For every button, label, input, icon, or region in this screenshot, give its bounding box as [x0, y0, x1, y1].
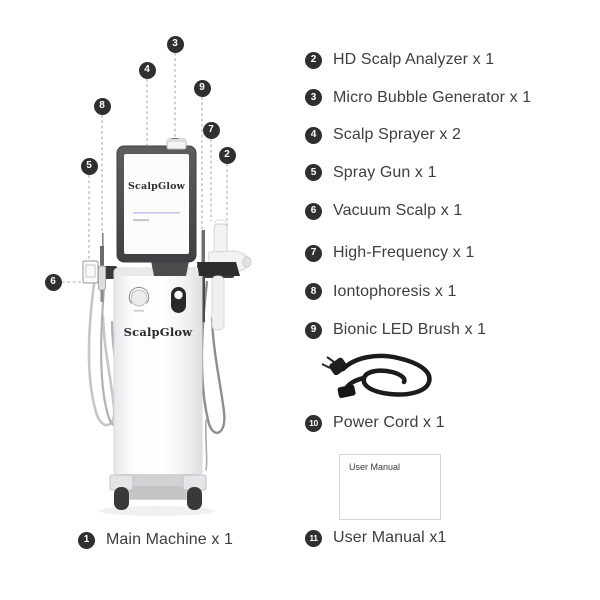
caster-wheel-left: [114, 487, 129, 510]
callout-badge-5: 5: [80, 157, 98, 175]
parts-list-item: 7 High-Frequency x 1: [305, 243, 474, 263]
vacuum-holder-bracket: [197, 262, 240, 276]
callout-badge-6: 6: [44, 273, 62, 291]
part-label: Bionic LED Brush x 1: [333, 321, 487, 338]
callout-badge-2: 2: [218, 146, 236, 164]
callout-badge: 4: [305, 126, 322, 144]
callout-badge: 2: [305, 51, 322, 69]
part-label: Vacuum Scalp x 1: [333, 202, 463, 219]
main-machine-label: 1 Main Machine x 1: [78, 530, 233, 550]
cord-connector: [337, 384, 356, 399]
parts-list-item: 8 Iontophoresis x 1: [305, 282, 457, 302]
part-label: HD Scalp Analyzer x 1: [333, 51, 495, 68]
callout-badge-7: 7: [202, 121, 220, 139]
part-label: User Manual x1: [333, 529, 447, 546]
parts-list-item: 10 Power Cord x 1: [305, 413, 445, 433]
part-label: High-Frequency x 1: [333, 244, 475, 261]
user-manual-thumbnail: User Manual: [339, 454, 441, 520]
knob-scale-arc: [128, 286, 150, 304]
callout-badge: 8: [305, 283, 322, 300]
body-logo: ScalpGlow: [123, 325, 193, 339]
part-label: Scalp Sprayer x 2: [333, 126, 461, 143]
parts-list-item: 11 User Manual x1: [305, 528, 446, 548]
callout-badge-8: 8: [93, 97, 111, 115]
cabinet-body: [113, 267, 203, 476]
knob-caption-line: [134, 310, 144, 312]
parts-list-item: 5 Spray Gun x 1: [305, 163, 437, 183]
spray-gun-detail: [85, 264, 96, 278]
iontophoresis-neck: [100, 246, 104, 268]
parts-list-item: 6 Vacuum Scalp x 1: [305, 201, 462, 221]
parts-list-item: 9 Bionic LED Brush x 1: [305, 320, 486, 340]
vacuum-tube: [211, 275, 225, 331]
control-knob-icon: [130, 289, 148, 307]
parts-list-item: 4 Scalp Sprayer x 2: [305, 125, 461, 145]
spray-gun-item: [82, 260, 99, 284]
iontophoresis-body: [98, 265, 106, 291]
vacuum-handpiece-nozzle: [242, 256, 252, 268]
callout-badge: 11: [305, 529, 322, 547]
callout-badge-3: 3: [166, 35, 184, 53]
base-platform-shade: [130, 486, 186, 499]
right-hose-tail: [204, 419, 208, 471]
floor-shadow: [99, 506, 215, 516]
plug-prongs: [321, 356, 335, 369]
high-frequency-wand: [201, 230, 205, 268]
part-label: Spray Gun x 1: [333, 163, 437, 181]
callout-badge: 9: [305, 321, 322, 339]
left-hose: [87, 282, 116, 427]
callout-badge-4: 4: [138, 61, 156, 79]
part-label: Iontophoresis x 1: [333, 282, 457, 300]
callout-badge: 7: [305, 244, 322, 262]
top-attachment-band: [167, 139, 186, 142]
user-manual-thumbnail-label: User Manual: [349, 462, 401, 472]
vacuum-handpiece-grip: [213, 223, 228, 256]
handpiece-dock-hole: [174, 290, 183, 300]
callout-badge-1: 1: [78, 531, 95, 549]
cord-cable: [340, 353, 432, 397]
callout-badge: 10: [305, 414, 322, 432]
screen-caption-line: [133, 219, 149, 222]
callout-badge-9: 9: [193, 79, 211, 97]
part-label: Micro Bubble Generator x 1: [333, 88, 532, 106]
parts-list-item: 3 Micro Bubble Generator x 1: [305, 88, 531, 108]
screen-divider-line: [133, 212, 180, 214]
callout-badge: 6: [305, 202, 322, 220]
screen-logo: ScalpGlow: [127, 181, 186, 192]
iontophoresis-tip: [100, 290, 104, 302]
part-label: Power Cord x 1: [333, 414, 445, 431]
caster-wheel-right: [187, 487, 202, 510]
power-cord-image: [321, 353, 432, 399]
callout-badge: 3: [305, 89, 322, 106]
part-label: Main Machine x 1: [106, 531, 233, 548]
callout-badge: 5: [305, 164, 322, 181]
parts-list-item: 2 HD Scalp Analyzer x 1: [305, 50, 494, 70]
screen-display: [124, 154, 189, 254]
